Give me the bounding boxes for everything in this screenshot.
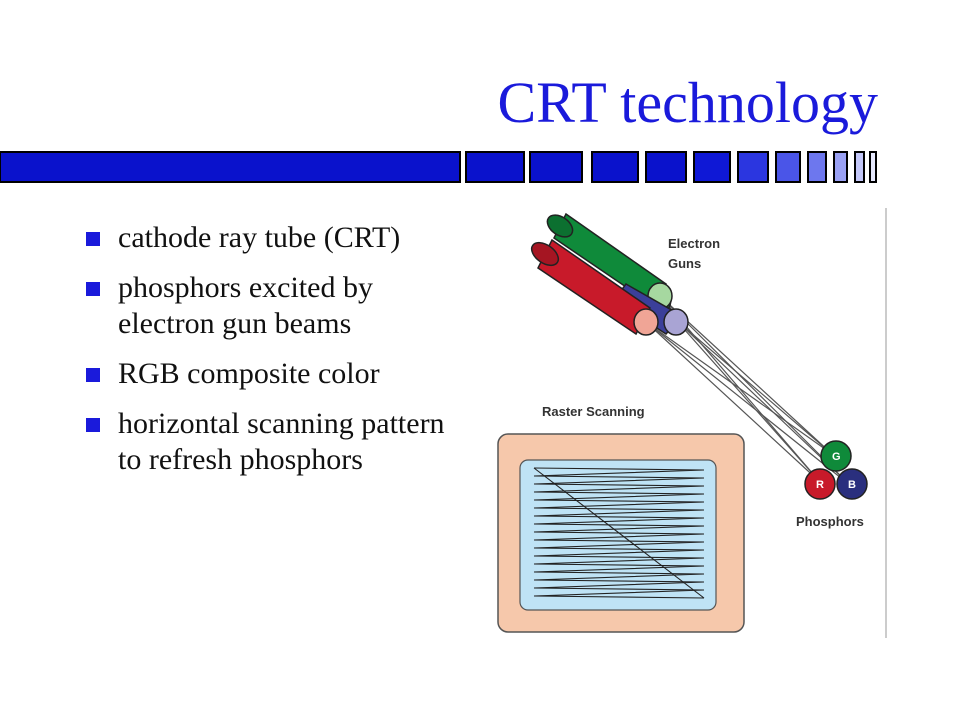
accent-bar-block: [775, 151, 801, 183]
raster-scan-lines: [533, 467, 705, 599]
phosphor-red-dot: [804, 468, 836, 500]
bullet-item: horizontal scanning pattern to refresh p…: [86, 406, 456, 478]
phosphor-g-label: G: [832, 451, 841, 463]
bullet-text: cathode ray tube (CRT): [118, 221, 401, 254]
title-underline-bars: [0, 151, 877, 183]
accent-bar-block: [854, 151, 865, 183]
phosphor-b-label: B: [848, 479, 856, 491]
bullet-text: phosphors excited by electron gun beams: [118, 271, 373, 340]
bullet-mark: [86, 282, 100, 296]
accent-bar-block: [737, 151, 769, 183]
gun-red-icon: [530, 238, 659, 336]
accent-bar-block: [869, 151, 877, 183]
bullet-mark: [86, 368, 100, 382]
bullet-item: cathode ray tube (CRT): [86, 220, 456, 256]
bullet-mark: [86, 232, 100, 246]
accent-bar-long: [0, 151, 461, 183]
raster-scanning-label: Raster Scanning: [542, 404, 645, 419]
electron-guns-label-line1: Electron: [668, 236, 720, 251]
phosphor-blue-dot: [836, 468, 868, 500]
accent-bar-block: [833, 151, 848, 183]
bullet-item: phosphors excited by electron gun beams: [86, 270, 456, 342]
bullet-mark: [86, 418, 100, 432]
accent-bar-block: [693, 151, 731, 183]
slide-title: CRT technology: [497, 70, 878, 135]
crt-diagram: Electron Guns G R B Phosphors Raster Sca…: [486, 200, 896, 640]
crt-diagram-svg: Electron Guns G R B Phosphors Raster Sca…: [497, 208, 887, 638]
bullet-item: RGB composite color: [86, 356, 456, 392]
bullet-text: RGB composite color: [118, 357, 380, 390]
accent-bar-block: [645, 151, 687, 183]
bullet-text: horizontal scanning pattern to refresh p…: [118, 407, 445, 476]
accent-bar-block: [529, 151, 583, 183]
phosphors-label: Phosphors: [796, 514, 864, 529]
accent-bar-block: [807, 151, 827, 183]
phosphor-green-dot: [820, 440, 852, 472]
electron-guns-label-line2: Guns: [668, 256, 701, 271]
phosphor-r-label: R: [816, 479, 824, 491]
accent-bar-block: [465, 151, 525, 183]
accent-bar-block: [591, 151, 639, 183]
bullet-list: cathode ray tube (CRT) phosphors excited…: [86, 220, 456, 492]
